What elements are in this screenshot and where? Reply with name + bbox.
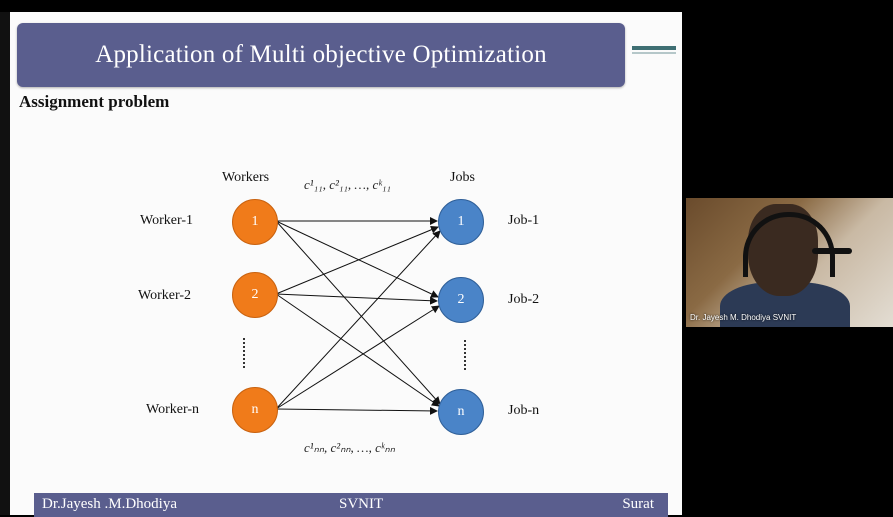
- footer-institute: SVNIT: [339, 496, 384, 512]
- job-node-1: 1: [438, 199, 484, 245]
- workers-header: Workers: [222, 170, 270, 185]
- microphone-boom: [812, 248, 852, 254]
- edge-wn-j2: [275, 305, 440, 410]
- worker-node-n: n: [232, 387, 278, 433]
- decorative-line: [632, 46, 676, 50]
- slide-title-bar: Application of Multi objective Optimizat…: [17, 23, 625, 87]
- job-label-2: Job-2: [508, 292, 540, 307]
- job-label-1: Job-1: [508, 213, 540, 228]
- job-ellipsis: [464, 340, 468, 370]
- edge-w2-j1: [275, 225, 439, 295]
- job-node-2: 2: [438, 277, 484, 323]
- cost-label-bottom: c¹ₙₙ, c²ₙₙ, …, cᵏₙₙ: [304, 440, 395, 455]
- slide-subtitle: Assignment problem: [19, 92, 170, 111]
- participant-name: Dr. Jayesh M. Dhodiya SVNIT: [690, 313, 797, 322]
- edge-wn-j1: [275, 230, 441, 410]
- footer-author: Dr.Jayesh .M.Dhodiya: [42, 496, 177, 512]
- decorative-line: [632, 52, 676, 54]
- edge-w1-j2: [275, 220, 439, 298]
- job-label-n: Job-n: [508, 403, 540, 418]
- edge-wn-jn: [275, 406, 438, 415]
- worker-ellipsis: [243, 338, 247, 368]
- participant-video-tile[interactable]: Dr. Jayesh M. Dhodiya SVNIT: [686, 198, 893, 327]
- presentation-slide: Application of Multi objective Optimizat…: [10, 12, 682, 517]
- job-node-n: n: [438, 389, 484, 435]
- edge-w2-jn: [275, 293, 440, 407]
- edge-w1-jn: [275, 220, 441, 405]
- worker-node-2: 2: [232, 272, 278, 318]
- window-edge: [0, 12, 10, 515]
- footer-city: Surat: [622, 496, 654, 512]
- worker-label-n: Worker-n: [146, 402, 200, 417]
- worker-node-1: 1: [232, 199, 278, 245]
- slide-footer: Dr.Jayesh .M.Dhodiya SVNIT Surat: [34, 493, 668, 517]
- assignment-edges: [275, 217, 441, 415]
- worker-label-1: Worker-1: [140, 213, 194, 228]
- worker-label-2: Worker-2: [138, 288, 192, 303]
- headset-icon: [743, 212, 835, 277]
- jobs-header: Jobs: [450, 170, 475, 185]
- slide-title: Application of Multi objective Optimizat…: [95, 41, 547, 68]
- cost-label-top: c¹₁₁, c²₁₁, …, cᵏ₁₁: [304, 177, 391, 192]
- edge-w2-j2: [275, 293, 438, 305]
